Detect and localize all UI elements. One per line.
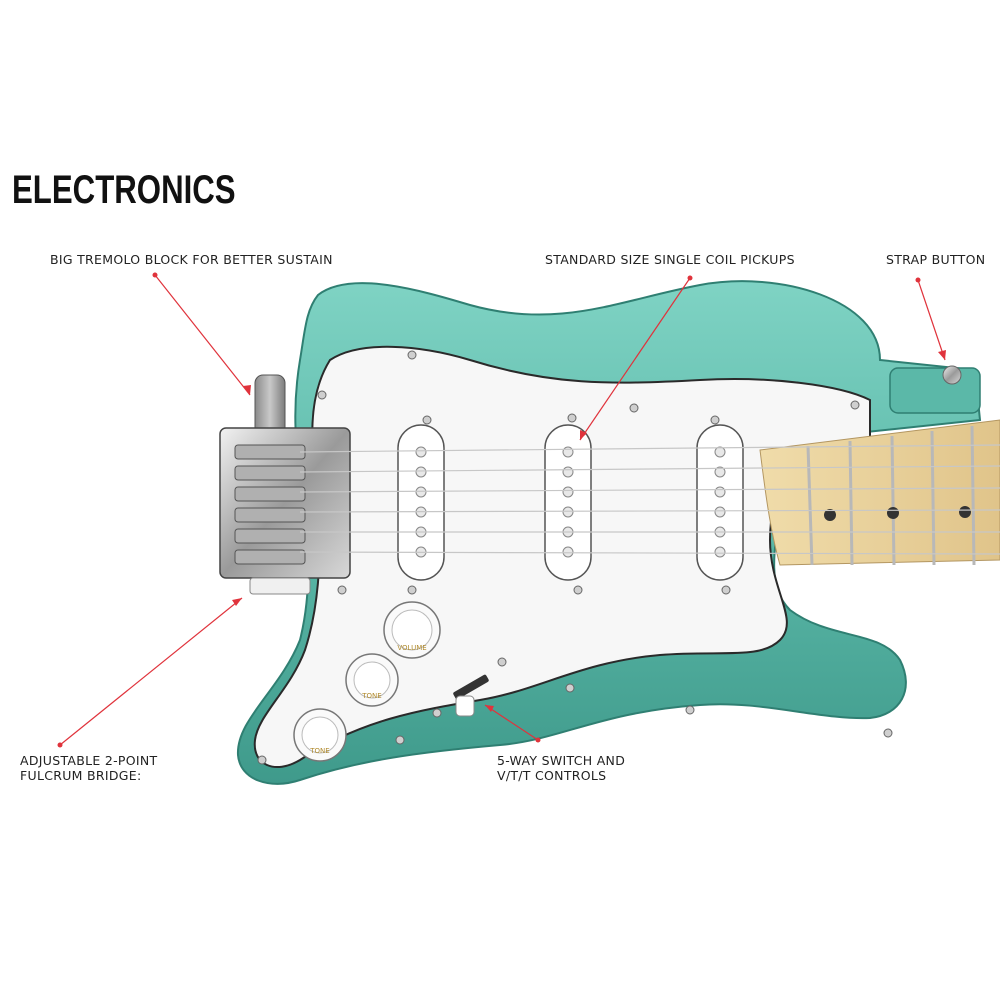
pickguard-screws bbox=[257, 350, 893, 765]
callout-label-bridge-line1: ADJUSTABLE 2-POINT bbox=[20, 753, 158, 768]
fret-marker bbox=[887, 507, 899, 519]
strap-button-block bbox=[889, 367, 981, 414]
callout-label-bridge-line2: FULCRUM BRIDGE: bbox=[20, 768, 142, 783]
pickup-middle bbox=[544, 424, 592, 581]
fret-marker bbox=[959, 506, 971, 518]
pickup-neck bbox=[696, 424, 744, 581]
callout-label-strap-button: STRAP BUTTON bbox=[886, 252, 986, 267]
volume-knob: VOLUME bbox=[383, 601, 441, 659]
fret-marker bbox=[824, 509, 836, 521]
neck bbox=[759, 419, 1000, 566]
callout-label-bridge: ADJUSTABLE 2-POINT FULCRUM BRIDGE: bbox=[20, 753, 158, 783]
strap-button bbox=[942, 365, 962, 385]
callout-label-pickups: STANDARD SIZE SINGLE COIL PICKUPS bbox=[545, 252, 795, 267]
bridge bbox=[219, 427, 351, 595]
page-title: ELECTRONICS bbox=[12, 168, 236, 212]
callout-label-switch: 5-WAY SWITCH AND V/T/T CONTROLS bbox=[497, 753, 625, 783]
tone-knob-2: TONE bbox=[293, 708, 347, 762]
callout-label-switch-line1: 5-WAY SWITCH AND bbox=[497, 753, 626, 768]
tone-knob-2-label: TONE bbox=[309, 747, 329, 755]
tone-knob-1: TONE bbox=[345, 653, 399, 707]
volume-knob-label: VOLUME bbox=[397, 644, 426, 652]
five-way-switch bbox=[453, 674, 489, 717]
tremolo-block bbox=[254, 374, 286, 436]
pickup-bridge bbox=[397, 424, 445, 581]
tone-knob-1-label: TONE bbox=[361, 692, 381, 700]
callout-label-tremolo-block: BIG TREMOLO BLOCK FOR BETTER SUSTAIN bbox=[50, 252, 333, 267]
strings bbox=[299, 444, 1000, 555]
callout-label-switch-line2: V/T/T CONTROLS bbox=[497, 768, 607, 783]
